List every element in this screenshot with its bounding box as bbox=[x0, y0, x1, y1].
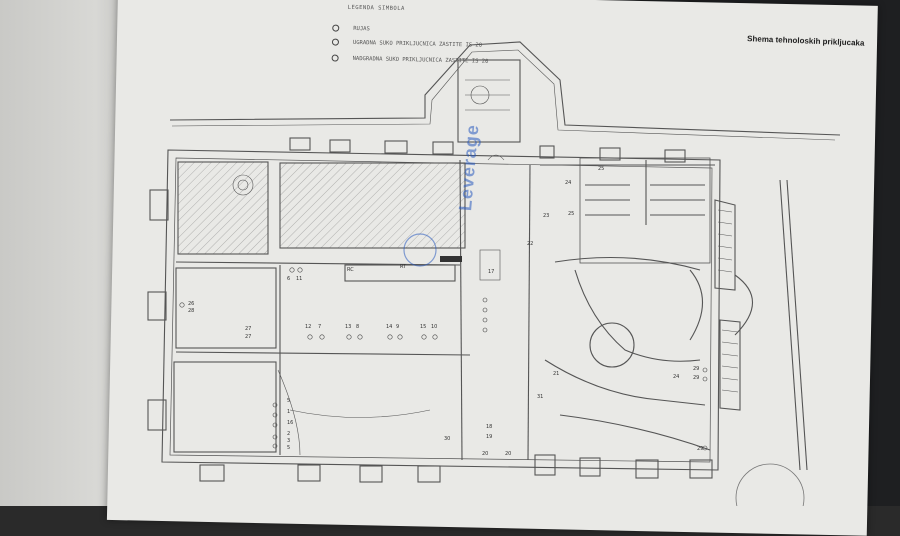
outlet-number: 20 bbox=[505, 451, 511, 457]
outlet-number: 21 bbox=[553, 371, 559, 377]
outlet-number: 9 bbox=[396, 324, 399, 330]
outlet-number: 26 bbox=[188, 301, 194, 307]
outlet-number: 7 bbox=[318, 324, 321, 330]
outlet-number: 24 bbox=[673, 374, 679, 380]
outlet-number: 30 bbox=[444, 436, 450, 442]
stamp-seal bbox=[735, 463, 805, 506]
equipment-symbol bbox=[440, 256, 462, 262]
room-label: RC bbox=[347, 267, 354, 273]
outlet-number: 24 bbox=[565, 180, 571, 186]
outlet-number: 25 bbox=[568, 211, 574, 217]
outlet-number: 28 bbox=[188, 308, 194, 314]
outlet-number: 27 bbox=[245, 326, 251, 332]
outlet-number: 10 bbox=[431, 324, 437, 330]
room-label: 23 bbox=[543, 213, 549, 219]
outlet-number: 3 bbox=[287, 438, 290, 444]
watermark-logo bbox=[403, 233, 437, 267]
outlet-number: 20 bbox=[482, 451, 488, 457]
room-label: 22 bbox=[527, 241, 533, 247]
outlet-number: 27 bbox=[245, 334, 251, 340]
outlet-number: 6 bbox=[287, 276, 290, 282]
outlet-number: 14 bbox=[386, 324, 392, 330]
outlet-number: 16 bbox=[287, 420, 293, 426]
outlet-number: 1 bbox=[287, 409, 290, 415]
outlet-number: 19 bbox=[486, 434, 492, 440]
outlet-number: 5 bbox=[287, 445, 290, 451]
outlet-number: 29 bbox=[697, 446, 703, 452]
outlet-number: 11 bbox=[296, 276, 302, 282]
outlet-number: 5 bbox=[287, 398, 290, 404]
outlet-number: 29 bbox=[693, 366, 699, 372]
room-label: 17 bbox=[488, 269, 494, 275]
outlet-number: 13 bbox=[345, 324, 351, 330]
outlet-number: 15 bbox=[420, 324, 426, 330]
outlet-number: 25 bbox=[598, 166, 604, 172]
outlet-number: 18 bbox=[486, 424, 492, 430]
outlet-number: 8 bbox=[356, 324, 359, 330]
floor-plan-drawing: RC RT 23 22 17 6 11 26 28 27 27 12 7 13 … bbox=[147, 41, 841, 506]
outlet-number: 29 bbox=[693, 375, 699, 381]
outlet-number: 31 bbox=[537, 394, 543, 400]
outlet-number: 2 bbox=[287, 431, 290, 437]
outlet-number: 12 bbox=[305, 324, 311, 330]
room-label: RT bbox=[400, 264, 407, 270]
